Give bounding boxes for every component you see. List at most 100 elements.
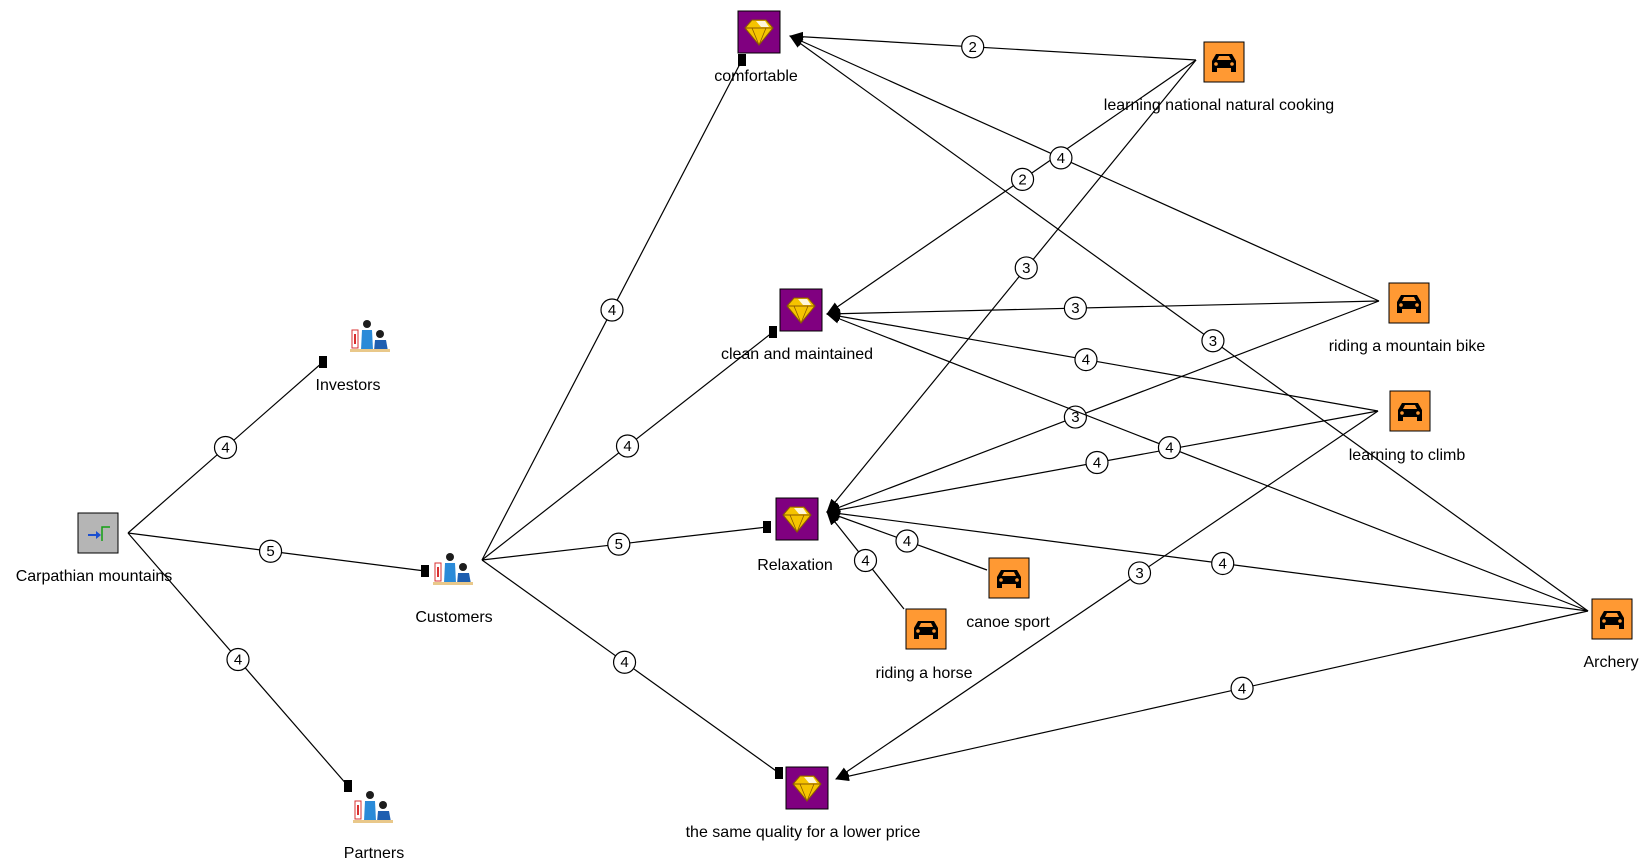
edge-cooking-clean[interactable]: 2 <box>826 59 1197 315</box>
edge-climb-samequality[interactable]: 3 <box>835 410 1379 780</box>
svg-text:3: 3 <box>1071 300 1079 317</box>
car-icon <box>1388 282 1430 324</box>
edge-endpoint-marker <box>738 54 746 66</box>
svg-text:2: 2 <box>1018 171 1026 188</box>
node-horse[interactable] <box>905 608 947 650</box>
edge-bike-clean[interactable]: 3 <box>826 296 1380 320</box>
edge-weight-label: 4 <box>1085 450 1109 475</box>
node-label-relaxation[interactable]: Relaxation <box>757 557 833 574</box>
edge-endpoint-marker <box>775 767 783 779</box>
edge-weight-label: 4 <box>612 650 637 674</box>
node-carpathian[interactable] <box>77 512 119 554</box>
edge-weight-label: 3 <box>1127 561 1152 585</box>
car-icon <box>988 557 1030 599</box>
node-label-investors[interactable]: Investors <box>315 377 381 394</box>
node-investors[interactable] <box>350 320 390 352</box>
edge-weight-label: 4 <box>895 529 919 553</box>
car-icon <box>1203 41 1245 83</box>
node-label-carpathian[interactable]: Carpathian mountains <box>15 568 173 585</box>
svg-text:4: 4 <box>234 652 242 669</box>
edge-weight-label: 2 <box>961 35 985 59</box>
car-icon <box>905 608 947 650</box>
node-label-cooking[interactable]: learning national natural cooking <box>1103 97 1335 114</box>
node-label-customers[interactable]: Customers <box>415 609 493 626</box>
edge-weight-label: 4 <box>213 435 238 460</box>
edge-cooking-comfortable[interactable]: 2 <box>789 31 1197 61</box>
node-label-bike[interactable]: riding a mountain bike <box>1328 338 1486 355</box>
svg-text:5: 5 <box>266 543 274 560</box>
node-relaxation[interactable] <box>775 497 819 541</box>
people-group-icon <box>353 791 393 823</box>
node-samequality[interactable] <box>785 766 829 810</box>
gem-icon <box>785 766 829 810</box>
edge-customers-relaxation[interactable]: 5 <box>481 521 771 561</box>
edge-climb-clean[interactable]: 4 <box>826 311 1379 412</box>
edge-weight-label: 4 <box>600 298 624 322</box>
node-climb[interactable] <box>1389 390 1431 432</box>
svg-text:3: 3 <box>1071 409 1079 426</box>
edge-weight-label: 4 <box>853 548 878 573</box>
svg-text:4: 4 <box>1238 680 1246 697</box>
edge-canoe-relaxation[interactable]: 4 <box>826 511 988 571</box>
svg-text:3: 3 <box>1209 333 1217 350</box>
node-label-canoe[interactable]: canoe sport <box>966 614 1050 631</box>
edge-archery-clean[interactable]: 4 <box>826 313 1589 612</box>
svg-text:4: 4 <box>1057 150 1065 167</box>
edge-customers-samequality[interactable]: 4 <box>481 559 783 779</box>
edge-bike-relaxation[interactable]: 3 <box>826 300 1380 513</box>
edge-weight-label: 4 <box>1230 676 1254 700</box>
edge-weight-label: 4 <box>1074 347 1098 372</box>
edge-archery-comfortable[interactable]: 3 <box>789 35 1589 612</box>
edge-endpoint-marker <box>769 326 777 338</box>
edge-archery-relaxation[interactable]: 4 <box>826 508 1589 612</box>
node-label-clean[interactable]: clean and maintained <box>720 346 874 363</box>
edge-customers-clean[interactable]: 4 <box>481 326 777 561</box>
edge-weight-label: 4 <box>1211 551 1235 576</box>
people-group-icon <box>433 553 473 585</box>
svg-text:4: 4 <box>620 654 628 671</box>
edge-climb-relaxation[interactable]: 4 <box>826 410 1379 515</box>
svg-text:4: 4 <box>1165 440 1173 457</box>
svg-text:4: 4 <box>221 440 229 457</box>
edge-endpoint-marker <box>763 521 771 533</box>
edge-customers-comfortable[interactable]: 4 <box>481 54 746 561</box>
edge-bike-comfortable[interactable]: 4 <box>789 35 1380 302</box>
edge-weight-label: 2 <box>1010 167 1035 191</box>
node-clean[interactable] <box>779 288 823 332</box>
node-canoe[interactable] <box>988 557 1030 599</box>
edge-cooking-relaxation[interactable]: 3 <box>826 59 1197 513</box>
car-icon <box>1389 390 1431 432</box>
edge-weight-label: 4 <box>615 434 640 458</box>
svg-text:4: 4 <box>623 438 631 455</box>
edge-weight-label: 3 <box>1063 405 1088 429</box>
node-cooking[interactable] <box>1203 41 1245 83</box>
entry-arrow-icon <box>77 512 119 554</box>
node-label-comfortable[interactable]: comfortable <box>714 68 798 85</box>
edge-carpathian-customers[interactable]: 5 <box>127 532 429 577</box>
node-label-horse[interactable]: riding a horse <box>875 665 973 682</box>
edge-horse-relaxation[interactable]: 4 <box>826 511 905 610</box>
node-partners[interactable] <box>353 791 393 823</box>
node-label-partners[interactable]: Partners <box>343 845 405 862</box>
edge-weight-label: 4 <box>1049 146 1073 170</box>
edge-weight-label: 5 <box>258 539 283 563</box>
edge-carpathian-partners[interactable]: 4 <box>127 532 352 792</box>
gem-icon <box>737 10 781 54</box>
edge-weight-label: 4 <box>1157 436 1182 460</box>
edge-carpathian-investors[interactable]: 4 <box>127 356 327 534</box>
node-archery[interactable] <box>1591 598 1633 640</box>
svg-text:3: 3 <box>1022 260 1030 277</box>
svg-text:4: 4 <box>1219 555 1227 572</box>
node-label-archery[interactable]: Archery <box>1583 654 1639 671</box>
edge-archery-samequality[interactable]: 4 <box>835 610 1589 782</box>
node-bike[interactable] <box>1388 282 1430 324</box>
node-customers[interactable] <box>433 553 473 585</box>
node-label-samequality[interactable]: the same quality for a lower price <box>685 824 921 841</box>
edge-endpoint-marker <box>319 356 327 368</box>
edge-endpoint-marker <box>421 565 429 577</box>
node-label-climb[interactable]: learning to climb <box>1348 447 1466 464</box>
node-comfortable[interactable] <box>737 10 781 54</box>
gem-icon <box>779 288 823 332</box>
